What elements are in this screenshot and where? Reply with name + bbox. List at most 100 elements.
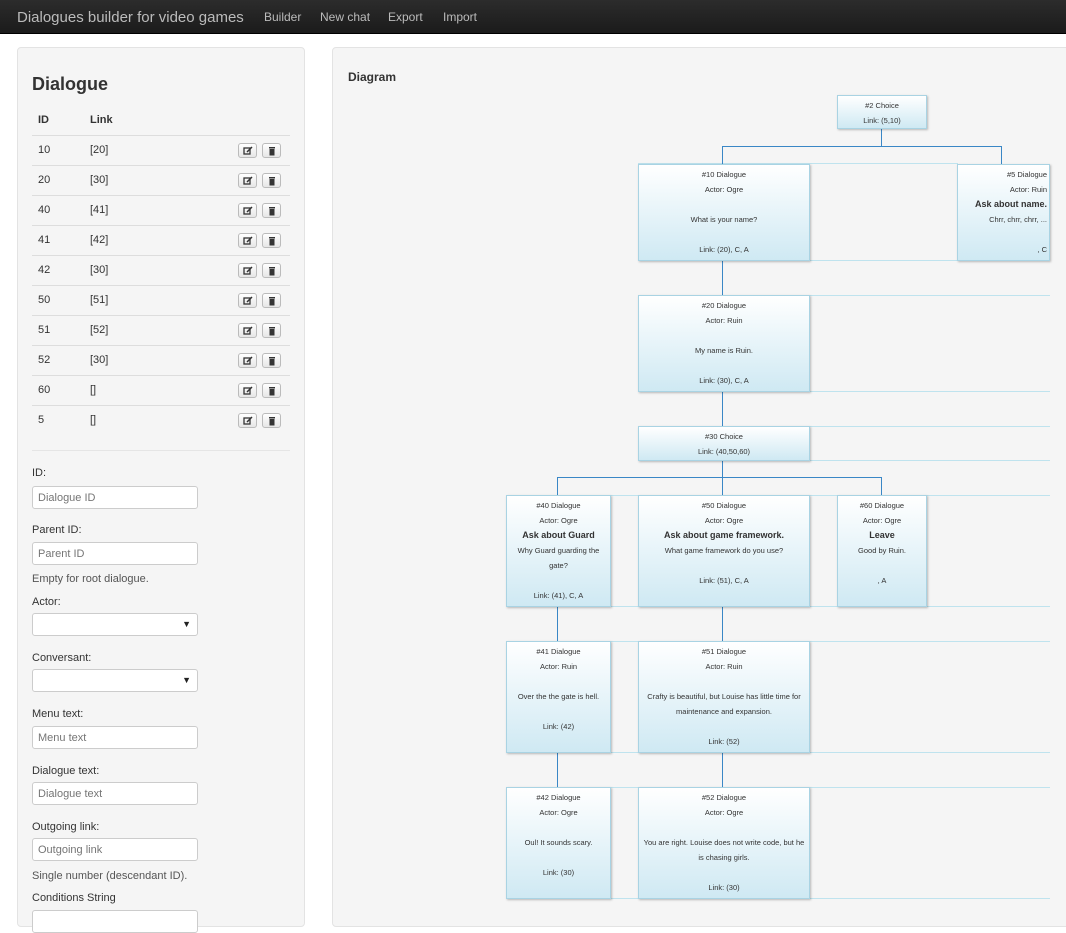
conversant-select[interactable]: ▼ xyxy=(32,669,198,692)
nav-new-chat[interactable]: New chat xyxy=(320,10,371,24)
conditions-label: Conditions String xyxy=(32,892,116,904)
edit-button[interactable] xyxy=(238,383,257,398)
trash-icon xyxy=(269,327,275,336)
connector xyxy=(722,392,723,427)
delete-button[interactable] xyxy=(262,413,281,428)
node-line: Link: (51), C, A xyxy=(699,576,749,585)
table-row: 50 [51] xyxy=(32,285,290,316)
nav-builder[interactable]: Builder xyxy=(264,10,302,24)
node-line: #50 Dialogue xyxy=(701,501,747,510)
trash-icon xyxy=(269,387,275,396)
edit-button[interactable] xyxy=(238,203,257,218)
edit-icon xyxy=(243,146,253,155)
delete-button[interactable] xyxy=(262,293,281,308)
menu-text-label: Menu text: xyxy=(32,708,84,720)
edit-button[interactable] xyxy=(238,233,257,248)
nav-export[interactable]: Export xyxy=(388,10,423,24)
row-link: [51] xyxy=(90,294,109,306)
dialogue-text-input[interactable] xyxy=(32,782,198,805)
table-row: 40[41] xyxy=(32,195,290,226)
delete-button[interactable] xyxy=(262,233,281,248)
table-row: 60[] xyxy=(32,375,290,406)
node-line: Actor: Ruin xyxy=(705,662,743,671)
node-line: Link: (30) xyxy=(708,883,740,892)
row-link: [30] xyxy=(90,264,109,276)
id-label: ID: xyxy=(32,467,47,479)
nav-import[interactable]: Import xyxy=(443,10,478,24)
conditions-input[interactable] xyxy=(32,910,198,933)
node-line: #51 Dialogue xyxy=(701,647,747,656)
row-link: [52] xyxy=(90,324,109,336)
connector xyxy=(557,477,882,478)
connector xyxy=(722,261,723,296)
delete-button[interactable] xyxy=(262,263,281,278)
row-line xyxy=(638,295,1050,296)
delete-button[interactable] xyxy=(262,203,281,218)
row-id: 50 xyxy=(38,294,51,306)
navbar: Dialogues builder for video games Builde… xyxy=(0,0,1066,34)
connector xyxy=(722,753,723,788)
node-line: Actor: Ruin xyxy=(539,662,578,671)
edit-icon xyxy=(243,236,253,245)
delete-button[interactable] xyxy=(262,173,281,188)
edit-button[interactable] xyxy=(238,413,257,428)
node-line: Actor: Ogre xyxy=(704,516,744,525)
delete-button[interactable] xyxy=(262,323,281,338)
node-line: #40 Dialogue xyxy=(536,501,581,510)
node-line: You are right. Louise does not write cod… xyxy=(643,838,805,847)
node-line: Link: (5,10) xyxy=(863,116,901,125)
edit-button[interactable] xyxy=(238,323,257,338)
edit-button[interactable] xyxy=(238,173,257,188)
edit-button[interactable] xyxy=(238,263,257,278)
edit-button[interactable] xyxy=(238,293,257,308)
row-id: 20 xyxy=(38,174,51,186)
delete-button[interactable] xyxy=(262,383,281,398)
column-header-link: Link xyxy=(90,114,113,126)
edit-icon xyxy=(243,326,253,335)
edit-button[interactable] xyxy=(238,143,257,158)
edit-icon xyxy=(243,296,253,305)
connector xyxy=(722,146,1002,147)
edit-button[interactable] xyxy=(238,353,257,368)
trash-icon xyxy=(269,417,275,426)
node-line: Link: (30), C, A xyxy=(699,376,749,385)
menu-text-input[interactable] xyxy=(32,726,198,749)
id-input[interactable] xyxy=(32,486,198,509)
edit-icon xyxy=(243,206,253,215)
node-line: Actor: Ruin xyxy=(705,316,743,325)
table-row: 41[42] xyxy=(32,225,290,256)
parent-id-input[interactable] xyxy=(32,542,198,565)
connector xyxy=(722,146,723,165)
row-link: [] xyxy=(90,414,97,426)
delete-button[interactable] xyxy=(262,353,281,368)
connector xyxy=(557,607,558,642)
row-link: [] xyxy=(90,384,97,396)
brand-title[interactable]: Dialogues builder for video games xyxy=(17,9,244,26)
node-line: #5 Dialogue xyxy=(1006,170,1047,179)
node-line: Actor: Ogre xyxy=(539,516,578,525)
connector xyxy=(722,461,723,496)
actor-select[interactable]: ▼ xyxy=(32,613,198,636)
row-id: 10 xyxy=(38,144,51,156)
node-line: gate? xyxy=(549,561,568,570)
node-line: maintenance and expansion. xyxy=(676,707,772,716)
node-line: #41 Dialogue xyxy=(536,647,581,656)
delete-button[interactable] xyxy=(262,143,281,158)
outgoing-link-input[interactable] xyxy=(32,838,198,861)
row-link: [41] xyxy=(90,204,109,216)
node-line: Link: (52) xyxy=(708,737,740,746)
table-row: 10[20] xyxy=(32,135,290,166)
edit-icon xyxy=(243,416,253,425)
